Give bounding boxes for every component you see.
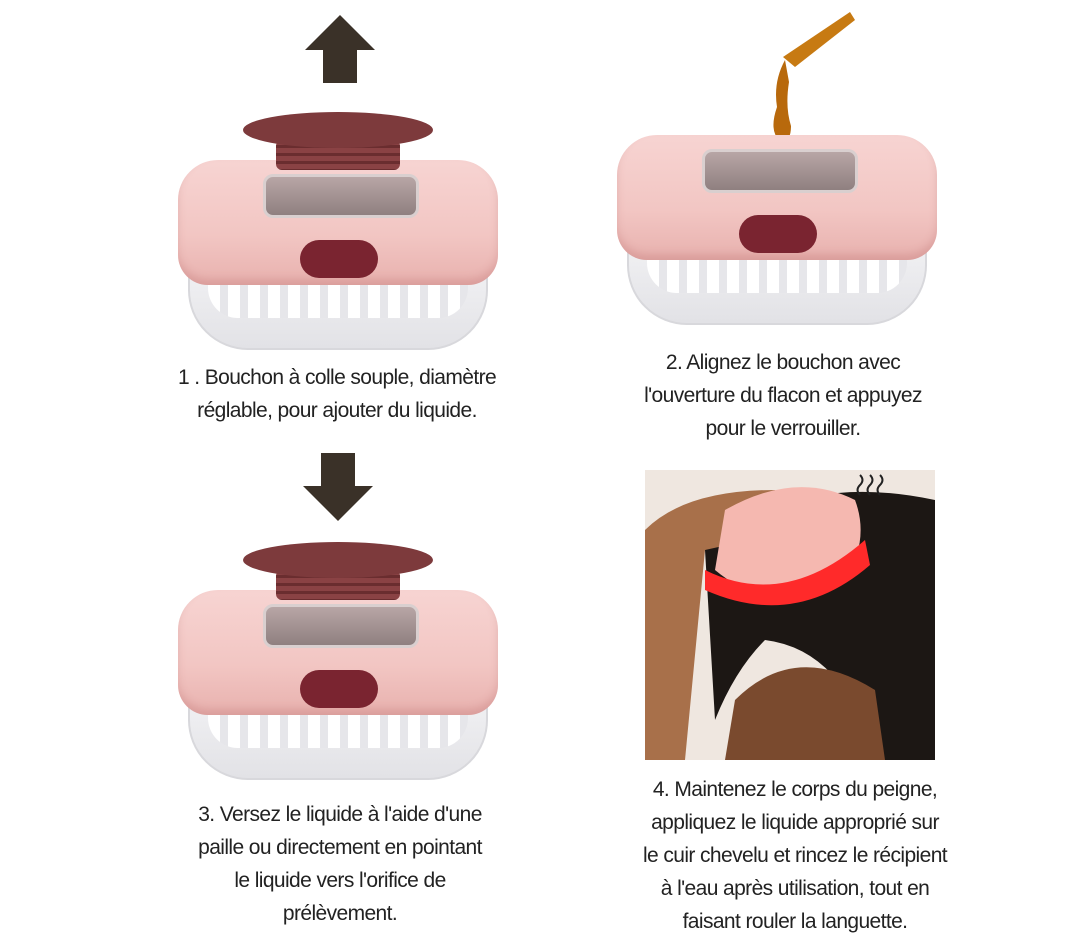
caption-line: pour le verrouiller.	[705, 417, 862, 440]
caption-line: paille ou directement en pointant	[198, 836, 482, 859]
cap-top	[243, 112, 433, 148]
step-2-caption: 2. Alignez le bouchon avec l'ouverture d…	[563, 346, 1003, 445]
usage-photo	[645, 470, 935, 760]
caption-line: faisant rouler la languette.	[682, 910, 908, 933]
brush-button	[739, 215, 817, 253]
arrow-up-icon	[305, 15, 375, 83]
brush-window	[263, 604, 419, 648]
brush-button	[300, 240, 378, 278]
caption-line: appliquez le liquide approprié sur	[651, 811, 939, 834]
cap-top	[243, 542, 433, 578]
brush-image-cap-removed	[178, 112, 498, 360]
step-4-caption: 4. Maintenez le corps du peigne, appliqu…	[575, 773, 1015, 938]
brush-image-cap-closing	[178, 542, 498, 790]
caption-line: le cuir chevelu et rincez le récipient	[642, 844, 948, 867]
brush-image-filling	[617, 115, 937, 330]
caption-line: à l'eau après utilisation, tout en	[660, 877, 930, 900]
brush-button	[300, 670, 378, 708]
brush-window	[702, 149, 858, 193]
step-1-caption: 1 . Bouchon à colle souple, diamètre rég…	[117, 361, 557, 427]
brush-window	[263, 174, 419, 218]
caption-line: le liquide vers l'orifice de	[234, 869, 446, 892]
caption-line: prélèvement.	[282, 902, 398, 925]
oil-dropper-icon	[773, 12, 855, 141]
arrow-down-icon	[303, 453, 373, 521]
caption-line: 2. Alignez le bouchon avec	[665, 351, 901, 374]
caption-line: 3. Versez le liquide à l'aide d'une	[198, 803, 482, 826]
caption-line: l'ouverture du flacon et appuyez	[644, 384, 922, 407]
step-3-caption: 3. Versez le liquide à l'aide d'une pail…	[120, 798, 560, 930]
usage-photo-illustration	[645, 470, 935, 760]
caption-line: réglable, pour ajouter du liquide.	[197, 399, 477, 422]
caption-line: 1 . Bouchon à colle souple, diamètre	[177, 366, 497, 389]
caption-line: 4. Maintenez le corps du peigne,	[652, 778, 938, 801]
